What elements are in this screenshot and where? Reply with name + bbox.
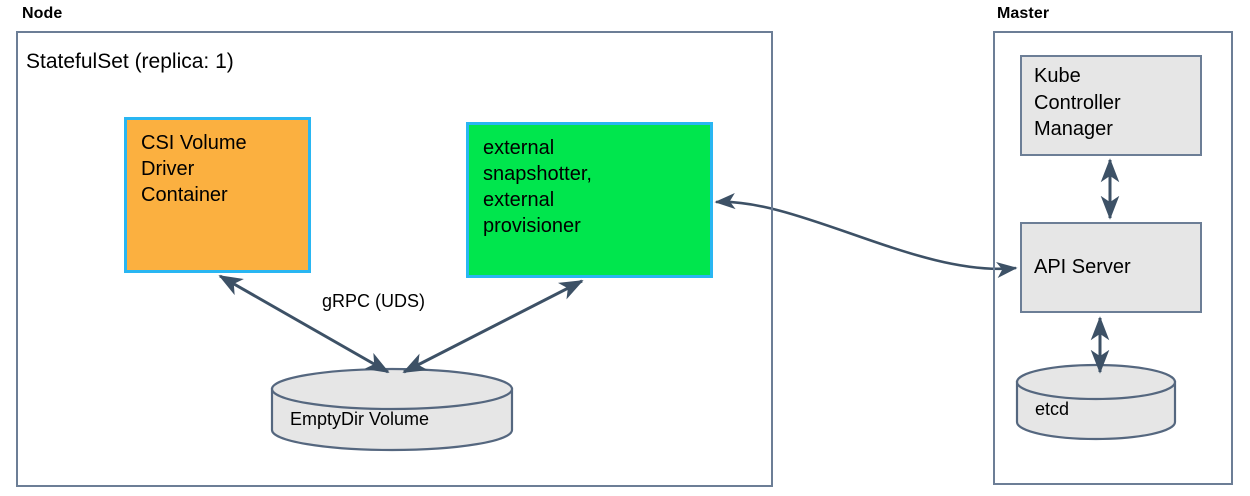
node-group-label: Node xyxy=(22,5,63,22)
emptydir-volume-label: EmptyDir Volume xyxy=(290,409,430,429)
csi-line-3: Container xyxy=(141,184,228,206)
master-container xyxy=(993,31,1233,485)
external-line-2: snapshotter, xyxy=(483,163,592,185)
csi-volume-driver-container-box[interactable]: CSI Volume Driver Container xyxy=(124,117,311,273)
api-server-box[interactable]: API Server xyxy=(1020,222,1202,313)
statefulset-title: StatefulSet (replica: 1) xyxy=(26,50,234,73)
external-line-4: provisioner xyxy=(483,215,581,237)
kcm-line-1: Kube xyxy=(1034,65,1081,87)
external-line-3: external xyxy=(483,189,555,211)
external-snapshotter-provisioner-box[interactable]: external snapshotter, external provision… xyxy=(466,122,713,278)
etcd-label: etcd xyxy=(1035,399,1070,419)
grpc-uds-edge-label: gRPC (UDS) xyxy=(322,291,426,311)
csi-line-2: Driver xyxy=(141,158,195,180)
kube-controller-manager-box[interactable]: Kube Controller Manager xyxy=(1020,55,1202,156)
api-server-label: API Server xyxy=(1034,256,1131,279)
kcm-line-2: Controller xyxy=(1034,91,1121,114)
kcm-line-3: Manager xyxy=(1034,118,1113,141)
external-line-1: external xyxy=(483,137,555,159)
master-group-label: Master xyxy=(997,5,1050,22)
csi-line-1: CSI Volume xyxy=(141,132,247,154)
node-container xyxy=(16,31,773,487)
